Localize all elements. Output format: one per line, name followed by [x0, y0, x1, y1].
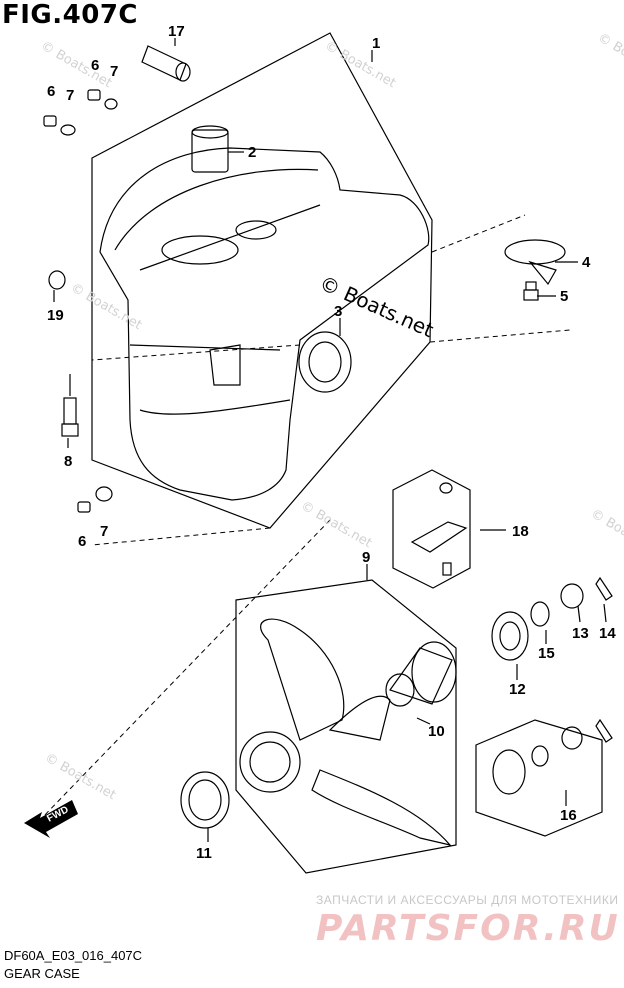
callout-10[interactable]: 10 — [428, 723, 445, 740]
callout-11[interactable]: 11 — [196, 845, 212, 862]
callout-5[interactable]: 5 — [560, 288, 568, 305]
watermark-small-5: © Boats.net — [588, 506, 624, 559]
propeller-hub — [239, 731, 301, 793]
watermark-small-7: © Boats.net — [595, 30, 624, 83]
callout-15[interactable]: 15 — [538, 645, 555, 662]
fwd-arrow-icon: FWD — [24, 800, 78, 838]
callout-7-top[interactable]: 7 — [110, 63, 118, 80]
propeller-blade-lower — [311, 769, 452, 847]
callout-7-left[interactable]: 7 — [66, 87, 74, 104]
callout-1[interactable]: 1 — [372, 35, 380, 52]
diagram-name: GEAR CASE — [4, 966, 80, 981]
callout-2[interactable]: 2 — [248, 144, 256, 161]
gear-housing — [99, 147, 430, 501]
figure-title: FIG.407C — [2, 0, 139, 30]
callout-7-bottom[interactable]: 7 — [100, 523, 108, 540]
callout-16[interactable]: 16 — [560, 807, 577, 824]
nut-kit-frame — [475, 719, 603, 837]
callout-6-left[interactable]: 6 — [47, 83, 55, 100]
callout-17[interactable]: 17 — [168, 23, 185, 40]
callout-3[interactable]: 3 — [334, 303, 342, 320]
watermark-small-2: © Boats.net — [322, 38, 398, 91]
propeller-blade-upper — [260, 618, 345, 741]
callout-8[interactable]: 8 — [64, 453, 72, 470]
propeller-blade-right — [328, 695, 391, 741]
callout-19[interactable]: 19 — [47, 307, 64, 324]
callout-12[interactable]: 12 — [509, 681, 526, 698]
callout-18[interactable]: 18 — [512, 523, 529, 540]
callout-4[interactable]: 4 — [582, 254, 591, 271]
callout-13[interactable]: 13 — [572, 625, 589, 642]
callout-9[interactable]: 9 — [362, 549, 370, 566]
watermark-small-4: © Boats.net — [298, 498, 374, 551]
callout-14[interactable]: 14 — [599, 625, 616, 642]
callout-6-top[interactable]: 6 — [91, 57, 99, 74]
diagram-code: DF60A_E03_016_407C — [4, 948, 143, 963]
watermark-small-6: © Boats.net — [42, 750, 118, 803]
watermark-small-3: © Boats.net — [68, 280, 144, 333]
callout-6-bottom[interactable]: 6 — [78, 533, 86, 550]
anode-kit-frame — [392, 469, 471, 589]
propeller-panel-frame — [235, 579, 457, 874]
shop-tagline: ЗАПЧАСТИ И АКСЕССУАРЫ ДЛЯ МОТОТЕХНИКИ — [316, 893, 619, 907]
shop-logo: PARTSFOR.RU — [316, 908, 620, 949]
